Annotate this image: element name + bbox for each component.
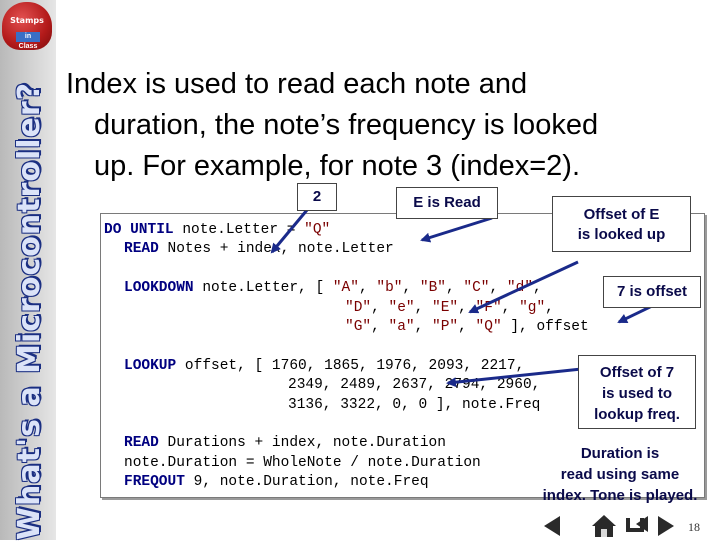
arrow-index (270, 209, 309, 254)
callout-duration-line2: read using same (560, 466, 680, 483)
callout-e-is-read: E is Read (396, 187, 498, 219)
next-slide-icon[interactable] (658, 516, 674, 536)
callout-offset7: Offset of 7 is used to lookup freq. (578, 355, 696, 429)
callout-duration-line1: Duration is (580, 445, 660, 462)
heading-line-1: Index is used to read each note and (66, 68, 528, 100)
callout-offset7-line3: lookup freq. (594, 406, 680, 423)
heading-line-2: duration, the note’s frequency is looked (94, 109, 599, 141)
stamps-in-class-logo: Stamps in Class (2, 2, 52, 50)
slide-heading: Index is used to read each note and dura… (66, 64, 686, 187)
code-line-lookdown-1: LOOKDOWN note.Letter, [ "A", "b", "B", "… (124, 280, 542, 296)
code-line-lookup-1: LOOKUP offset, [ 1760, 1865, 1976, 2093,… (124, 358, 525, 374)
callout-duration: Duration is read using same index. Tone … (520, 443, 720, 506)
callout-index-value: 2 (297, 183, 337, 211)
arrow-e-read (420, 216, 493, 243)
callout-offset-lookup-line1: Offset of E (583, 206, 660, 223)
arrow-offset7-freq (446, 366, 592, 388)
callout-offset-lookup: Offset of E is looked up (552, 196, 691, 252)
page-number: 18 (688, 520, 700, 534)
arrow-offset-lookup (468, 260, 579, 314)
arrow-seven-offset (617, 304, 653, 324)
callout-duration-line3: index. Tone is played. (542, 487, 698, 504)
logo-top-text: Stamps (10, 16, 44, 25)
callout-offset7-line1: Offset of 7 (599, 364, 675, 381)
sidebar: Stamps in Class What's a Microcontroller… (0, 0, 56, 540)
code-line-lookdown-2: "D", "e", "E", "F", "g", (345, 300, 554, 316)
code-line-freqout: FREQOUT 9, note.Duration, note.Freq (124, 474, 429, 490)
logo-sub-text: in Class (16, 32, 40, 50)
callout-offset-lookup-line2: is looked up (577, 226, 666, 243)
callout-seven-offset: 7 is offset (603, 276, 701, 308)
code-line-read-durations: READ Durations + index, note.Duration (124, 435, 446, 451)
code-line-do-until: DO UNTIL note.Letter = "Q" (104, 222, 331, 238)
home-icon[interactable] (592, 515, 616, 537)
code-line-lookup-2: 2349, 2489, 2637, 2794, 2960, (288, 377, 541, 393)
previous-slide-icon[interactable] (544, 516, 560, 536)
code-line-whole-note: note.Duration = WholeNote / note.Duratio… (124, 455, 481, 471)
return-icon[interactable] (626, 516, 648, 532)
heading-line-3: up. For example, for note 3 (index=2). (94, 150, 581, 182)
callout-offset7-line2: is used to (601, 385, 672, 402)
slide-navigation (540, 512, 680, 538)
code-line-lookup-3: 3136, 3322, 0, 0 ], note.Freq (288, 397, 541, 413)
code-line-lookdown-3: "G", "a", "P", "Q" ], offset (345, 319, 589, 335)
